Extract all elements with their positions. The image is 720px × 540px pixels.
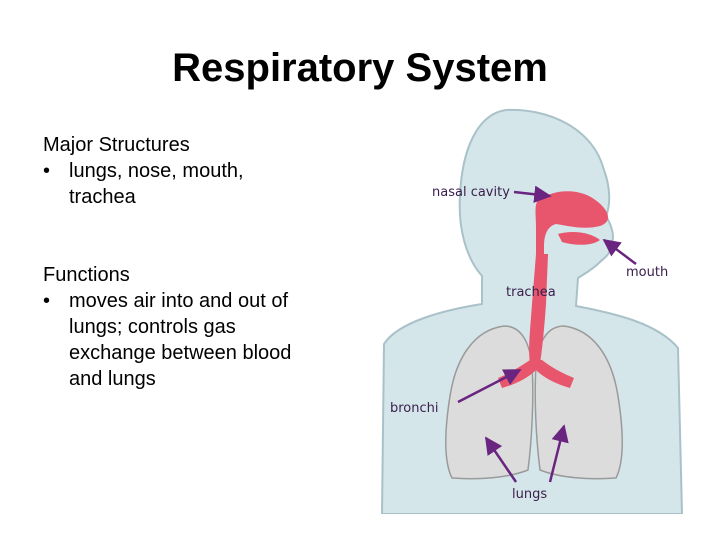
bullet-line: lungs, nose, mouth, bbox=[69, 160, 244, 182]
bullet-marker: • bbox=[43, 160, 51, 182]
label-mouth: mouth bbox=[626, 265, 668, 280]
bullet-structures: • lungs, nose, mouth, trachea bbox=[43, 158, 343, 210]
slide-title: Respiratory System bbox=[172, 46, 548, 90]
slide-body: Major Structures • lungs, nose, mouth, t… bbox=[43, 132, 343, 392]
label-bronchi: bronchi bbox=[390, 401, 439, 416]
arrow-lungs-left bbox=[484, 436, 518, 483]
bullet-functions: • moves air into and out of lungs; contr… bbox=[43, 288, 343, 392]
bullet-line: moves air into and out of bbox=[69, 290, 289, 312]
arrow-mouth bbox=[602, 238, 637, 265]
bullet-marker: • bbox=[43, 290, 51, 312]
label-nasal-cavity: nasal cavity bbox=[432, 185, 510, 200]
label-lungs: lungs bbox=[512, 487, 547, 502]
respiratory-diagram: nasal cavity mouth trachea bronchi lungs bbox=[378, 108, 690, 514]
section-heading-functions: Functions bbox=[43, 264, 130, 286]
bullet-line: lungs; controls gas bbox=[69, 316, 236, 338]
section-heading-structures: Major Structures bbox=[43, 134, 190, 156]
nasal-cavity-shape bbox=[535, 191, 609, 256]
bullet-line: exchange between blood bbox=[69, 342, 292, 364]
arrow-lungs-right bbox=[548, 424, 569, 483]
arrow-bronchi bbox=[457, 368, 522, 404]
bullet-line: and lungs bbox=[69, 368, 156, 390]
mouth-shape bbox=[558, 232, 600, 245]
bullet-line: trachea bbox=[69, 186, 136, 208]
arrow-nasal-cavity bbox=[513, 185, 552, 203]
label-trachea: trachea bbox=[506, 285, 556, 300]
trachea-shape bbox=[529, 254, 548, 364]
